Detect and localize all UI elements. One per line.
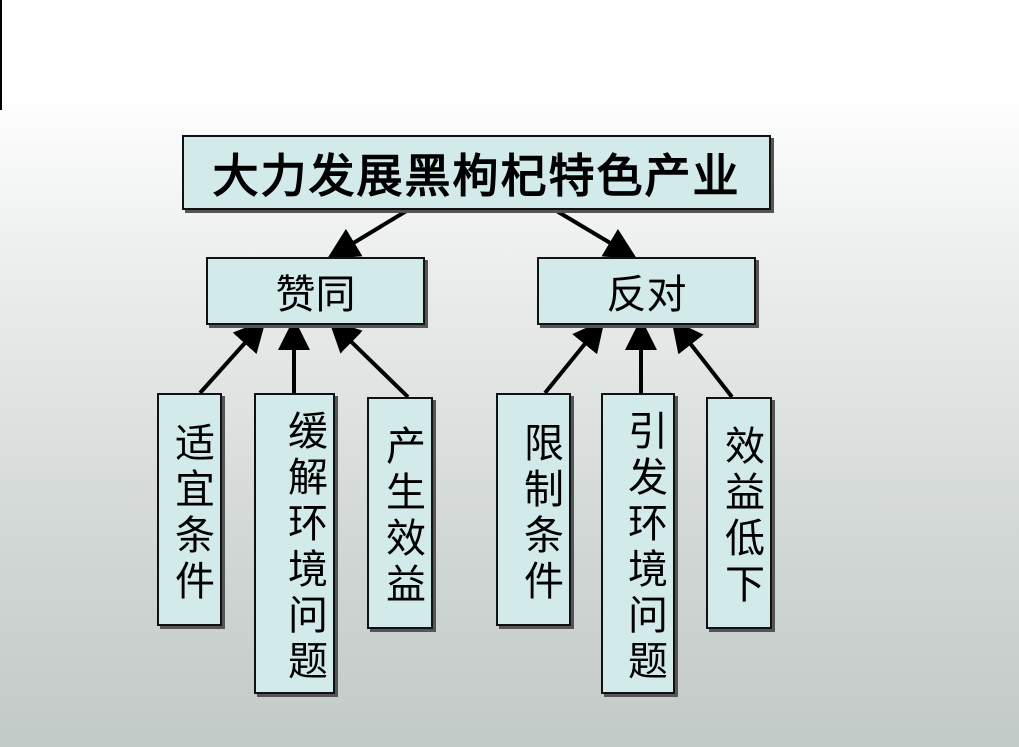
oppose-reason-box: 效益低下: [706, 397, 772, 629]
support-label: 赞同: [275, 272, 356, 318]
arrow-title-to-oppose: [553, 208, 638, 260]
oppose-box: 反对: [537, 257, 756, 325]
support-reason-box: 适宜条件: [157, 393, 222, 626]
oppose-reason-box: 引发环境问题: [601, 393, 675, 694]
support-reason-relieve-environment: 缓解环境问题: [281, 409, 327, 686]
support-reason-box: 产生效益: [367, 397, 433, 629]
oppose-label: 反对: [606, 272, 687, 318]
diagram-title: 大力发展黑枸杞特色产业: [212, 148, 741, 203]
oppose-reason-cause-environment: 引发环境问题: [621, 409, 667, 686]
slide-left-border: [0, 0, 2, 110]
arrow-lowbenefit-to-oppose: [671, 319, 734, 399]
oppose-reason-limiting-conditions: 限制条件: [517, 421, 563, 606]
arrow-limit-to-oppose: [543, 319, 605, 395]
arrow-suitable-to-support: [198, 319, 267, 395]
oppose-reason-low-benefit: 效益低下: [718, 425, 764, 609]
support-box: 赞同: [206, 257, 425, 325]
support-reason-suitable-conditions: 适宜条件: [168, 421, 214, 606]
diagram-title-box: 大力发展黑枸杞特色产业: [182, 135, 771, 210]
support-reason-box: 缓解环境问题: [254, 393, 335, 694]
arrow-title-to-support: [326, 208, 410, 260]
support-reason-generate-benefit: 产生效益: [379, 425, 425, 609]
arrow-benefit-to-support: [328, 319, 410, 399]
oppose-reason-box: 限制条件: [496, 393, 571, 626]
